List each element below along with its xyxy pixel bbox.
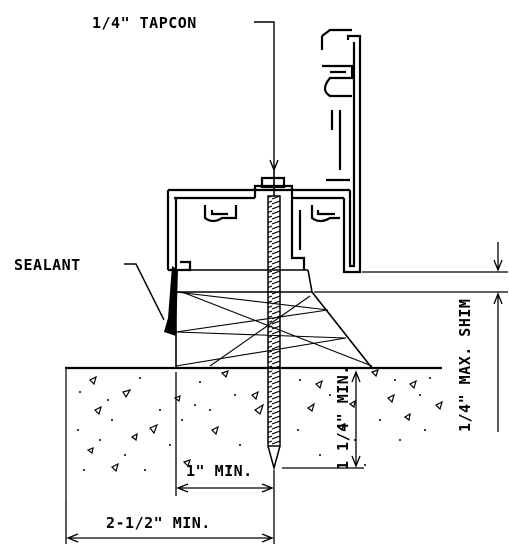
embed-dimension [282, 370, 364, 469]
shim-block [175, 268, 373, 369]
aluminum-sill-frame [166, 28, 362, 274]
one-inch-label: 1" MIN. [186, 462, 253, 480]
sealant-bead [164, 266, 178, 336]
edge-dimension [65, 496, 275, 544]
one-inch-dimension [175, 372, 275, 496]
tapcon-label: 1/4" TAPCON [92, 14, 197, 32]
tapcon-anchor [267, 168, 281, 471]
sealant-label: SEALANT [14, 256, 81, 274]
edge-label: 2-1/2" MIN. [106, 514, 211, 532]
shim-label: 1/4" MAX. SHIM [456, 299, 474, 432]
sealant-leader [124, 263, 165, 321]
shim-dimension [314, 242, 508, 432]
tapcon-leader [254, 21, 279, 172]
embed-label: 1 1/4" MIN. [334, 365, 352, 470]
concrete-slab [65, 366, 443, 500]
